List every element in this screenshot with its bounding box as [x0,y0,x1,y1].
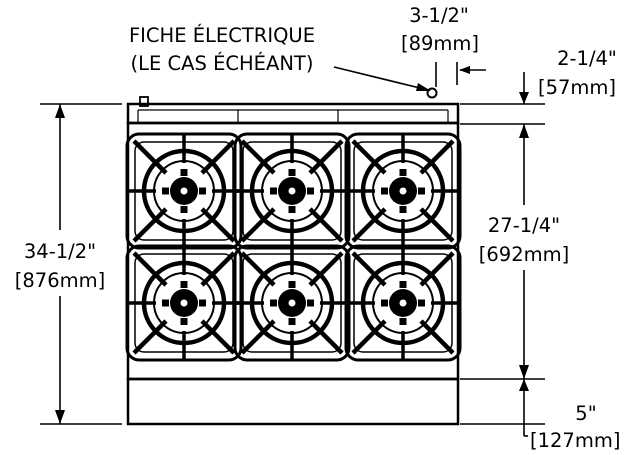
kick-plate-metric: [127mm] [530,429,620,452]
burner-icon [346,246,460,360]
burner-icon [235,246,349,360]
plug-note-line2: (LE CAS ÉCHÉANT) [131,52,314,75]
burner-icon [346,134,460,248]
burner-icon [235,134,349,248]
plug-note-line1: FICHE ÉLECTRIQUE [129,24,315,47]
burner-grates [127,134,460,360]
burner-icon [127,134,241,248]
total-height-imperial: 34-1/2" [24,240,96,263]
range-body-metric: [692mm] [479,243,569,266]
burner-icon [127,246,241,360]
plug-offset-imperial: 3-1/2" [409,4,469,27]
plug-offset-metric: [89mm] [401,32,479,55]
top-clearance-imperial: 2-1/4" [557,47,617,70]
top-clearance-metric: [57mm] [538,76,616,99]
total-height-metric: [876mm] [15,269,105,292]
kick-plate-imperial: 5" [575,402,596,425]
range-body-imperial: 27-1/4" [488,214,560,237]
